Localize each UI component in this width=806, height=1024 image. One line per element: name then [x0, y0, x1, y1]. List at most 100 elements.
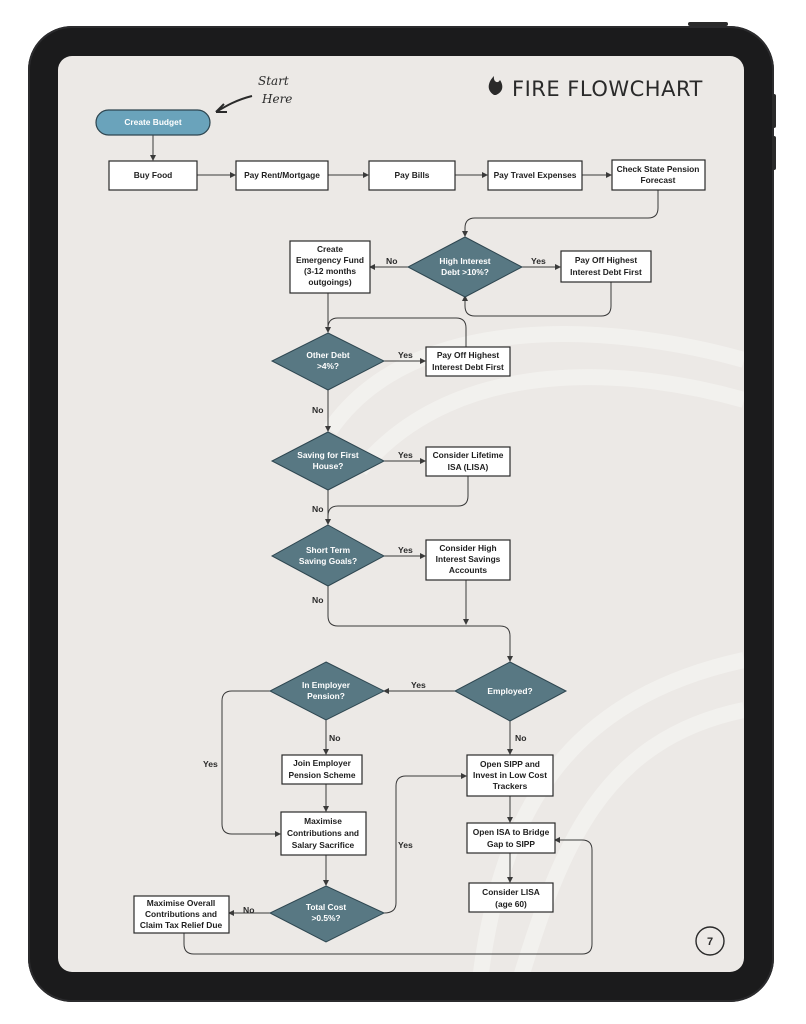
pay-rent-box[interactable]: Pay Rent/Mortgage [235, 160, 329, 191]
join-employer-pension-box[interactable]: Join Employer Pension Scheme [281, 754, 363, 785]
lifetime-isa-box[interactable]: Consider Lifetime ISA (LISA) [425, 446, 511, 477]
svg-text:Open SIPP and: Open SIPP and [480, 759, 540, 769]
svg-text:Gap to SIPP: Gap to SIPP [487, 839, 535, 849]
svg-text:Maximise Overall: Maximise Overall [147, 898, 215, 908]
state-pension-box[interactable]: Check State Pension Forecast [611, 159, 706, 191]
svg-text:House?: House? [313, 461, 344, 471]
svg-text:Consider LISA: Consider LISA [482, 887, 540, 897]
flowchart-page: FIRE FLOWCHART Start Here [58, 56, 744, 972]
employed-decision[interactable]: Employed? [453, 661, 568, 722]
svg-text:Join Employer: Join Employer [293, 758, 351, 768]
svg-text:Pay Bills: Pay Bills [395, 170, 430, 180]
svg-text:High Interest: High Interest [439, 256, 490, 266]
svg-text:Maximise: Maximise [304, 816, 342, 826]
open-isa-bridge-box[interactable]: Open ISA to Bridge Gap to SIPP [466, 822, 556, 854]
svg-text:Buy Food: Buy Food [134, 170, 173, 180]
total-cost-decision[interactable]: Total Cost >0.5%? [268, 885, 386, 943]
maximise-overall-contributions-box[interactable]: Maximise Overall Contributions and Claim… [133, 895, 230, 934]
edge-label-no: No [312, 504, 323, 514]
svg-text:Pay Off Highest: Pay Off Highest [575, 255, 638, 265]
edge-label-no: No [312, 595, 323, 605]
start-here-annotation-line2: Here [261, 92, 292, 106]
edge-label-yes: Yes [398, 350, 413, 360]
svg-text:Emergency Fund: Emergency Fund [296, 255, 364, 265]
svg-text:ISA (LISA): ISA (LISA) [448, 462, 489, 472]
open-sipp-box[interactable]: Open SIPP and Invest in Low Cost Tracker… [466, 754, 554, 797]
first-house-decision[interactable]: Saving for First House? [270, 431, 386, 491]
svg-text:Other Debt: Other Debt [306, 350, 349, 360]
edge-label-yes: Yes [398, 545, 413, 555]
svg-text:outgoings): outgoings) [308, 277, 351, 287]
svg-text:Pay Off Highest: Pay Off Highest [437, 350, 500, 360]
svg-text:Consider Lifetime: Consider Lifetime [433, 450, 504, 460]
svg-text:Create: Create [317, 244, 343, 254]
pay-bills-box[interactable]: Pay Bills [368, 160, 456, 191]
tablet-top-button [688, 22, 728, 26]
svg-text:Interest Debt First: Interest Debt First [570, 267, 642, 277]
svg-text:Contributions and: Contributions and [287, 828, 359, 838]
svg-text:Total Cost: Total Cost [306, 902, 347, 912]
emergency-fund-box[interactable]: Create Emergency Fund (3-12 months outgo… [289, 240, 371, 294]
svg-text:Short Term: Short Term [306, 545, 350, 555]
edge-label-no: No [243, 905, 254, 915]
tablet-volume-up-button [772, 94, 776, 128]
svg-text:Forecast: Forecast [641, 175, 676, 185]
high-interest-debt-decision[interactable]: High Interest Debt >10%? [406, 236, 524, 298]
edge-label-no: No [515, 733, 526, 743]
employer-pension-decision[interactable]: In Employer Pension? [268, 661, 386, 721]
start-terminal[interactable]: Create Budget [95, 109, 211, 136]
svg-text:Contributions and: Contributions and [145, 909, 217, 919]
svg-text:(age 60): (age 60) [495, 899, 527, 909]
edge-label-yes: Yes [531, 256, 546, 266]
svg-text:Check State Pension: Check State Pension [617, 164, 700, 174]
curved-arrow-icon [215, 95, 253, 113]
pay-off-debt-box-a[interactable]: Pay Off Highest Interest Debt First [560, 250, 652, 283]
svg-text:(3-12 months: (3-12 months [304, 266, 356, 276]
svg-text:Trackers: Trackers [493, 781, 528, 791]
pay-off-debt-box-b[interactable]: Pay Off Highest Interest Debt First [425, 346, 511, 377]
page-title: FIRE FLOWCHART [512, 77, 703, 101]
high-interest-savings-box[interactable]: Consider High Interest Savings Accounts [425, 539, 511, 581]
svg-text:Open ISA to Bridge: Open ISA to Bridge [473, 827, 550, 837]
svg-text:Pay Travel Expenses: Pay Travel Expenses [494, 170, 577, 180]
flame-icon [488, 76, 503, 95]
other-debt-decision[interactable]: Other Debt >4%? [270, 332, 386, 391]
svg-text:Accounts: Accounts [449, 565, 488, 575]
svg-text:Employed?: Employed? [487, 686, 532, 696]
svg-text:Consider High: Consider High [439, 543, 496, 553]
svg-text:>0.5%?: >0.5%? [311, 913, 340, 923]
edge-label-no: No [386, 256, 397, 266]
svg-text:Claim Tax Relief Due: Claim Tax Relief Due [140, 920, 223, 930]
maximise-contributions-box[interactable]: Maximise Contributions and Salary Sacrif… [280, 811, 367, 856]
short-term-saving-decision[interactable]: Short Term Saving Goals? [270, 524, 386, 587]
start-here-annotation-line1: Start [258, 74, 289, 88]
edge-label-yes: Yes [203, 759, 218, 769]
edge-label-yes: Yes [411, 680, 426, 690]
edge-label-yes: Yes [398, 450, 413, 460]
svg-text:Salary Sacrifice: Salary Sacrifice [292, 840, 355, 850]
edge-label-no: No [312, 405, 323, 415]
svg-text:>4%?: >4%? [317, 361, 339, 371]
background-swoosh [323, 326, 744, 972]
svg-text:Saving Goals?: Saving Goals? [299, 556, 357, 566]
svg-text:Interest Savings: Interest Savings [436, 554, 501, 564]
svg-text:Saving for First: Saving for First [297, 450, 359, 460]
svg-text:Pay Rent/Mortgage: Pay Rent/Mortgage [244, 170, 320, 180]
tablet-volume-down-button [772, 136, 776, 170]
svg-text:7: 7 [707, 936, 713, 948]
connector-lines [150, 135, 659, 955]
flowchart-canvas: FIRE FLOWCHART Start Here [95, 74, 744, 972]
svg-text:Create Budget: Create Budget [124, 117, 181, 127]
edge-label-no: No [329, 733, 340, 743]
svg-text:Pension Scheme: Pension Scheme [288, 770, 355, 780]
svg-text:In Employer: In Employer [302, 680, 351, 690]
svg-text:Invest in Low Cost: Invest in Low Cost [473, 770, 547, 780]
edge-label-yes: Yes [398, 840, 413, 850]
svg-text:Interest Debt First: Interest Debt First [432, 362, 504, 372]
svg-text:Pension?: Pension? [307, 691, 345, 701]
svg-text:Debt >10%?: Debt >10%? [441, 267, 489, 277]
pay-travel-box[interactable]: Pay Travel Expenses [487, 160, 583, 191]
consider-lisa-60-box[interactable]: Consider LISA (age 60) [468, 882, 554, 913]
buy-food-box[interactable]: Buy Food [108, 160, 198, 191]
page-number-badge: 7 [695, 926, 725, 956]
